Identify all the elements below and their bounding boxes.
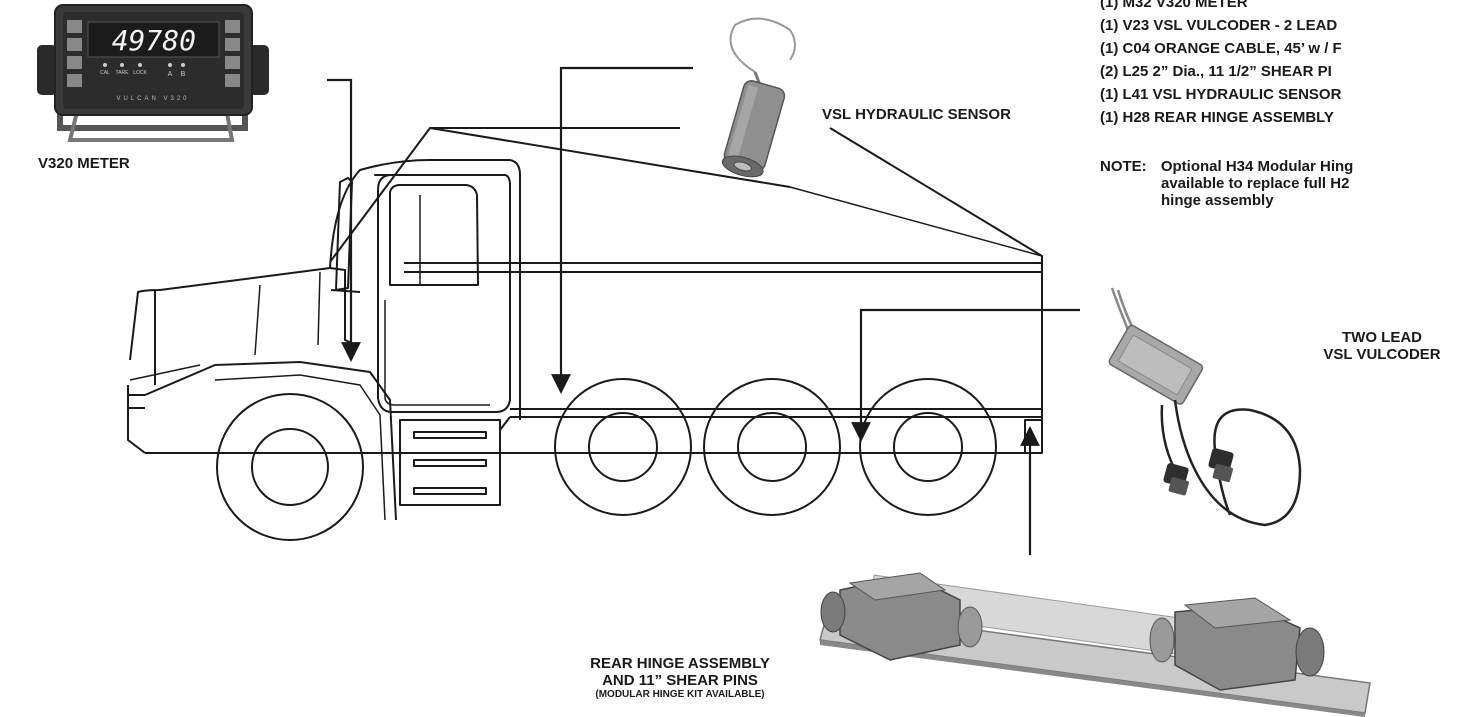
meter-reading: 49780 (112, 24, 196, 57)
note-line1: NOTE: Optional H34 Modular Hing (1100, 158, 1477, 175)
note-prefix: NOTE: (1100, 158, 1147, 175)
note: NOTE: Optional H34 Modular Hing availabl… (1100, 158, 1477, 209)
parts-list-item: (1) H28 REAR HINGE ASSEMBLY (1100, 109, 1334, 126)
truck-outline (127, 127, 1043, 521)
vulcoder-arrow (851, 308, 1080, 442)
meter-brand: VULCAN V320 (116, 96, 189, 102)
label-hydraulic-sensor: VSL HYDRAULIC SENSOR (822, 106, 1011, 123)
sensor-arrow (551, 66, 693, 394)
label-hinge-line1: REAR HINGE ASSEMBLY (590, 655, 770, 672)
parts-list-item: (1) M32 V320 METER (1100, 0, 1248, 11)
meter-display (87, 21, 220, 58)
label-rear-hinge: REAR HINGE ASSEMBLY AND 11” SHEAR PINS (… (555, 655, 805, 701)
hood (129, 267, 357, 361)
parts-list-item: (1) C04 ORANGE CABLE, 45’ w / F (1100, 40, 1342, 57)
hydraulic-sensor (721, 17, 796, 178)
wheel-rear-2 (703, 378, 841, 516)
meter-indicator-cal: CAL (100, 70, 110, 76)
v320-meter: 49780 CAL TARE LOCK A B VULCAN V320 (37, 4, 269, 142)
rear-hinge-assembly (819, 572, 1371, 717)
wheel-rear-1 (554, 378, 692, 516)
wheel-rear-3 (859, 378, 997, 516)
note-text-1: Optional H34 Modular Hing (1160, 158, 1354, 175)
parts-list-item: (1) L41 VSL HYDRAULIC SENSOR (1100, 86, 1342, 103)
meter-indicator-a: A (168, 71, 173, 78)
note-text-3: hinge assembly (1161, 192, 1274, 209)
meter-arrow (327, 78, 361, 362)
label-hinge-line3: (MODULAR HINGE KIT AVAILABLE) (595, 689, 765, 700)
vsl-vulcoder (1108, 287, 1302, 527)
wheel-front (216, 393, 364, 541)
meter-indicator-lock: LOCK (133, 70, 147, 76)
meter-indicator-b: B (181, 71, 186, 78)
meter-indicator-tare: TARE (116, 70, 130, 76)
label-v320-meter: V320 METER (38, 155, 130, 172)
label-hinge-line2: AND 11” SHEAR PINS (602, 672, 758, 689)
label-vulcoder: TWO LEAD VSL VULCODER (1312, 329, 1452, 363)
parts-list-item: (1) V23 VSL VULCODER - 2 LEAD (1100, 17, 1338, 34)
label-vulcoder-line2: VSL VULCODER (1323, 346, 1441, 363)
dump-body (329, 127, 1043, 425)
parts-list-item: (2) L25 2” Dia., 11 1/2” SHEAR PI (1100, 63, 1332, 80)
note-text-2: available to replace full H2 (1161, 175, 1350, 192)
label-vulcoder-line1: TWO LEAD (1342, 329, 1422, 346)
parts-list: (1) M32 V320 METER (1) V23 VSL VULCODER … (1100, 0, 1477, 129)
cab (329, 159, 521, 420)
